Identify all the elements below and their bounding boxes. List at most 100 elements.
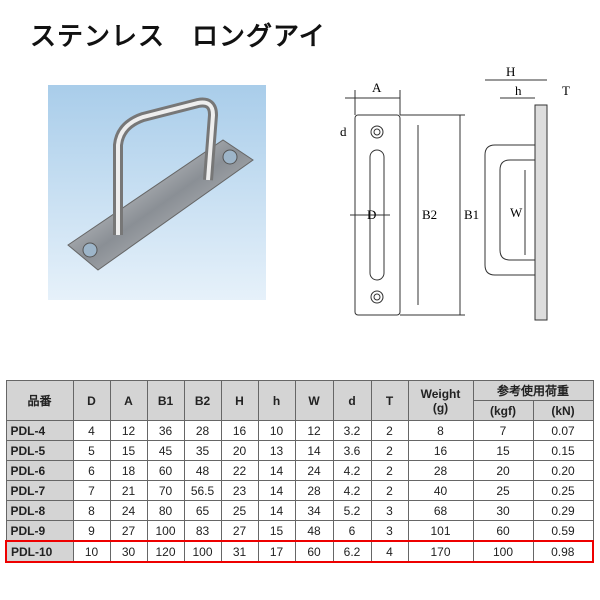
cell-D: 7 (72, 480, 111, 501)
cell-kN: 0.07 (532, 420, 594, 441)
cell-B1: 60 (146, 460, 185, 481)
cell-A: 12 (109, 420, 148, 441)
cell-kgf: 15 (472, 440, 534, 461)
cell-B1: 100 (146, 520, 185, 542)
label-d: d (340, 124, 347, 139)
cell-H: 22 (220, 460, 259, 481)
cell-d: 6.2 (332, 540, 372, 563)
header-A: A (109, 380, 148, 421)
header-weight: Weight(g) (407, 380, 474, 421)
cell-H: 20 (220, 440, 259, 461)
cell-h: 14 (257, 480, 296, 501)
cell-A: 24 (109, 500, 148, 521)
cell-W: 34 (294, 500, 334, 521)
label-B2: B2 (422, 207, 437, 222)
cell-kN: 0.25 (532, 480, 594, 501)
cell-h: 13 (257, 440, 296, 461)
header-H: H (220, 380, 259, 421)
cell-kgf: 7 (472, 420, 534, 441)
cell-kgf: 30 (472, 500, 534, 521)
cell-d: 5.2 (332, 500, 372, 521)
cell-part: PDL-7 (5, 480, 74, 501)
cell-kN: 0.29 (532, 500, 594, 521)
cell-part: PDL-6 (5, 460, 74, 481)
cell-T: 3 (370, 520, 409, 542)
cell-B1: 80 (146, 500, 185, 521)
cell-weight: 16 (407, 440, 474, 461)
cell-part: PDL-9 (5, 520, 74, 542)
cell-H: 23 (220, 480, 259, 501)
cell-T: 3 (370, 500, 409, 521)
product-photo (48, 85, 266, 300)
header-load: 参考使用荷重 (472, 380, 594, 401)
cell-kgf: 100 (472, 540, 534, 563)
cell-W: 12 (294, 420, 334, 441)
cell-kN: 0.20 (532, 460, 594, 481)
cell-h: 10 (257, 420, 296, 441)
cell-A: 15 (109, 440, 148, 461)
dimension-diagram: A H h T d D B2 B1 W (340, 64, 570, 321)
cell-D: 6 (72, 460, 111, 481)
cell-B2: 48 (183, 460, 222, 481)
cell-A: 18 (109, 460, 148, 481)
cell-h: 17 (257, 540, 296, 563)
weight-unit: (g) (432, 400, 449, 415)
header-kN: (kN) (532, 400, 594, 421)
header-T: T (370, 380, 409, 421)
cell-W: 24 (294, 460, 334, 481)
cell-B2: 35 (183, 440, 222, 461)
cell-kgf: 20 (472, 460, 534, 481)
cell-B1: 36 (146, 420, 185, 441)
cell-B2: 28 (183, 420, 222, 441)
spec-table: 品番 D A B1 B2 H h W d T Weight(g) 参考使用荷重 … (5, 380, 594, 563)
header-B1: B1 (146, 380, 185, 421)
cell-D: 4 (72, 420, 111, 441)
header-d: d (332, 380, 372, 421)
label-B1: B1 (464, 207, 479, 222)
cell-kgf: 25 (472, 480, 534, 501)
cell-D: 9 (72, 520, 111, 542)
cell-A: 27 (109, 520, 148, 542)
cell-B2: 65 (183, 500, 222, 521)
cell-weight: 68 (407, 500, 474, 521)
cell-weight: 170 (407, 540, 474, 563)
cell-h: 15 (257, 520, 296, 542)
cell-d: 3.2 (332, 420, 372, 441)
cell-D: 8 (72, 500, 111, 521)
cell-H: 27 (220, 520, 259, 542)
cell-B1: 45 (146, 440, 185, 461)
cell-T: 2 (370, 420, 409, 441)
cell-weight: 40 (407, 480, 474, 501)
header-B2: B2 (183, 380, 222, 421)
cell-d: 4.2 (332, 460, 372, 481)
cell-kgf: 60 (472, 520, 534, 542)
cell-kN: 0.59 (532, 520, 594, 542)
label-H: H (506, 64, 515, 79)
cell-A: 21 (109, 480, 148, 501)
cell-weight: 8 (407, 420, 474, 441)
cell-D: 5 (72, 440, 111, 461)
cell-d: 4.2 (332, 480, 372, 501)
cell-H: 25 (220, 500, 259, 521)
cell-T: 4 (370, 540, 409, 563)
page-title: ステンレス ロングアイ (30, 22, 326, 52)
cell-part: PDL-5 (5, 440, 74, 461)
cell-B1: 120 (146, 540, 185, 563)
weight-label: Weight (420, 386, 461, 401)
header-kgf: (kgf) (472, 400, 534, 421)
cell-part: PDL-8 (5, 500, 74, 521)
cell-h: 14 (257, 460, 296, 481)
cell-B2: 83 (183, 520, 222, 542)
cell-weight: 101 (407, 520, 474, 542)
cell-B1: 70 (146, 480, 185, 501)
cell-h: 14 (257, 500, 296, 521)
label-T: T (562, 83, 570, 98)
cell-part: PDL-4 (5, 420, 74, 441)
cell-weight: 28 (407, 460, 474, 481)
cell-W: 48 (294, 520, 334, 542)
